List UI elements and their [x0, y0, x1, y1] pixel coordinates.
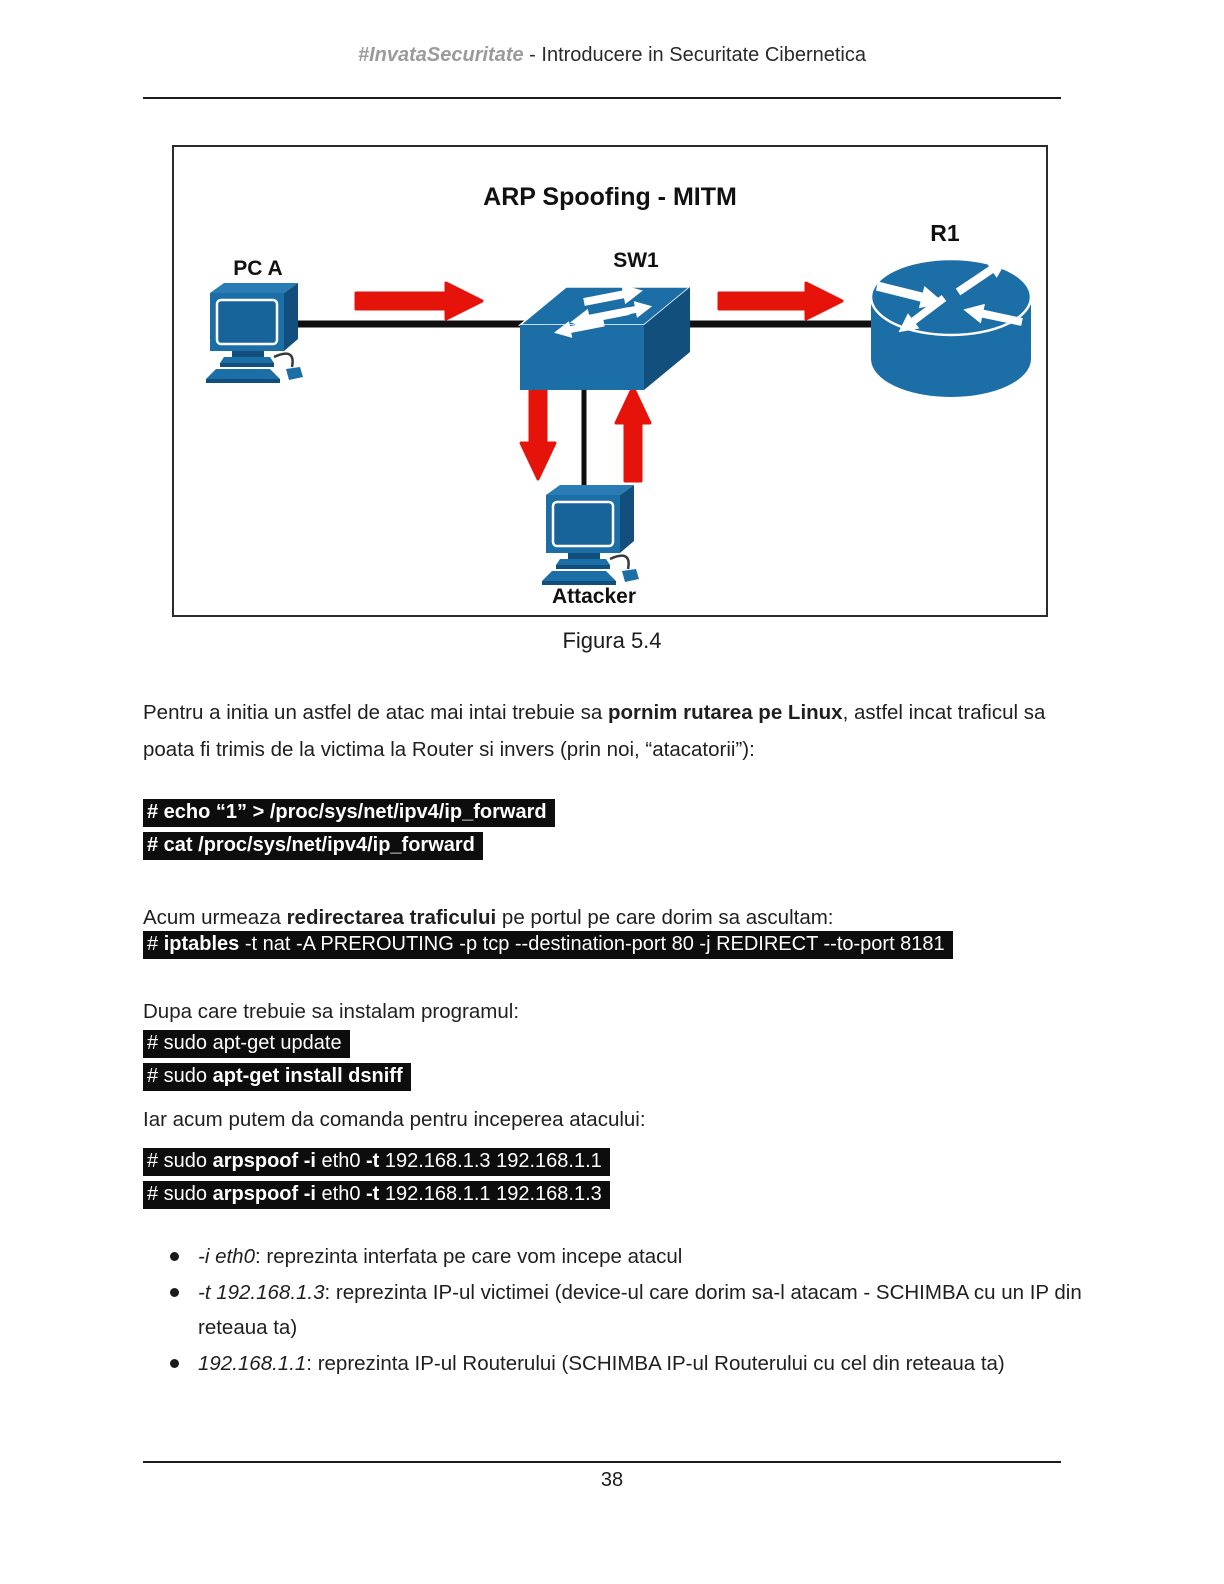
- code-line-cat: # cat /proc/sys/net/ipv4/ip_forward: [143, 832, 555, 860]
- command-iptables: # iptables -t nat -A PREROUTING -p tcp -…: [143, 931, 953, 959]
- bullet-item-victim-ip: -t 192.168.1.3: reprezinta IP-ul victime…: [168, 1275, 1083, 1345]
- intro-bold-text: pornim rutarea pe Linux: [607, 701, 843, 724]
- pc-a-label: PC A: [233, 257, 282, 280]
- attacker-icon: [540, 483, 641, 587]
- bullet-text: : reprezinta IP-ul Routerului (SCHIMBA I…: [306, 1352, 1005, 1375]
- bullet-term: -i eth0: [198, 1245, 255, 1268]
- pc-a-icon: [204, 281, 305, 385]
- attack-intro-paragraph: Iar acum putem da comanda pentru inceper…: [143, 1108, 646, 1131]
- code-block-ip-forward: # echo “1” > /proc/sys/net/ipv4/ip_forwa…: [143, 799, 555, 865]
- code-line-echo: # echo “1” > /proc/sys/net/ipv4/ip_forwa…: [143, 799, 555, 827]
- bullet-text: : reprezinta interfata pe care vom incep…: [254, 1245, 683, 1268]
- command-echo: # echo “1” > /proc/sys/net/ipv4/ip_forwa…: [143, 799, 555, 827]
- command-arpspoof-1: # sudo arpspoof -i eth0 -t 192.168.1.3 1…: [143, 1148, 610, 1176]
- header-brand: #InvataSecuritate: [357, 44, 524, 66]
- redirect-paragraph: Acum urmeaza redirectarea traficului pe …: [143, 899, 1088, 936]
- arp-spoofing-diagram: ARP Spoofing - MITM PC A SW1: [204, 183, 1033, 608]
- traffic-arrows: [354, 281, 844, 483]
- intro-text-end: , astfel incat traficul sa poata fi trim…: [143, 701, 1046, 761]
- argument-bullet-list: -i eth0: reprezinta interfata pe care vo…: [168, 1239, 1083, 1382]
- header-subtitle: - Introducere in Securitate Cibernetica: [523, 44, 867, 66]
- code-block-iptables: # iptables -t nat -A PREROUTING -p tcp -…: [143, 931, 953, 964]
- intro-text: Pentru a initia un astfel de atac mai in…: [143, 701, 608, 724]
- install-paragraph: Dupa care trebuie sa instalam programul:: [143, 1000, 520, 1023]
- attacker-label: Attacker: [552, 585, 636, 608]
- bullet-item-interface: -i eth0: reprezinta interfata pe care vo…: [168, 1239, 1083, 1274]
- footer-divider: [143, 1461, 1061, 1463]
- code-line-arpspoof-1: # sudo arpspoof -i eth0 -t 192.168.1.3 1…: [143, 1148, 610, 1176]
- switch-label: SW1: [613, 249, 659, 272]
- bullet-term: -t 192.168.1.3: [198, 1281, 325, 1304]
- code-block-apt: # sudo apt-get update # sudo apt-get ins…: [143, 1030, 411, 1096]
- router-icon: [869, 250, 1033, 397]
- header-divider: [143, 97, 1061, 99]
- redirect-text: Acum urmeaza: [143, 906, 287, 929]
- code-line-arpspoof-2: # sudo arpspoof -i eth0 -t 192.168.1.1 1…: [143, 1181, 610, 1209]
- bullet-text: : reprezinta IP-ul victimei (device-ul c…: [198, 1281, 1082, 1339]
- command-arpspoof-2: # sudo arpspoof -i eth0 -t 192.168.1.1 1…: [143, 1181, 610, 1209]
- redirect-text-end: pe portul pe care dorim sa ascultam:: [496, 906, 834, 929]
- command-apt-install: # sudo apt-get install dsniff: [143, 1063, 411, 1091]
- bullet-item-router-ip: 192.168.1.1: reprezinta IP-ul Routerului…: [168, 1346, 1083, 1381]
- page-header: #InvataSecuritate - Introducere in Secur…: [0, 44, 1224, 67]
- code-line-iptables: # iptables -t nat -A PREROUTING -p tcp -…: [143, 931, 953, 959]
- switch-icon: [517, 280, 693, 390]
- command-apt-update: # sudo apt-get update: [143, 1030, 350, 1058]
- page-number: 38: [600, 1469, 624, 1491]
- traffic-arrow-switch-to-router: [717, 281, 844, 321]
- command-cat: # cat /proc/sys/net/ipv4/ip_forward: [143, 832, 483, 860]
- traffic-arrow-down-to-attacker: [519, 383, 557, 481]
- traffic-arrow-pc-to-switch: [354, 281, 484, 321]
- code-line-apt-install: # sudo apt-get install dsniff: [143, 1063, 411, 1091]
- figure-caption: Figura 5.4: [562, 628, 662, 653]
- figure-frame: ARP Spoofing - MITM PC A SW1: [172, 145, 1048, 617]
- bullet-term: 192.168.1.1: [198, 1352, 307, 1375]
- code-line-apt-update: # sudo apt-get update: [143, 1030, 411, 1058]
- traffic-arrow-up-from-attacker: [614, 385, 652, 483]
- code-block-arpspoof: # sudo arpspoof -i eth0 -t 192.168.1.3 1…: [143, 1148, 610, 1214]
- redirect-bold-text: redirectarea traficului: [286, 906, 497, 929]
- router-label: R1: [930, 220, 960, 246]
- intro-paragraph: Pentru a initia un astfel de atac mai in…: [143, 694, 1088, 768]
- diagram-title: ARP Spoofing - MITM: [483, 183, 737, 211]
